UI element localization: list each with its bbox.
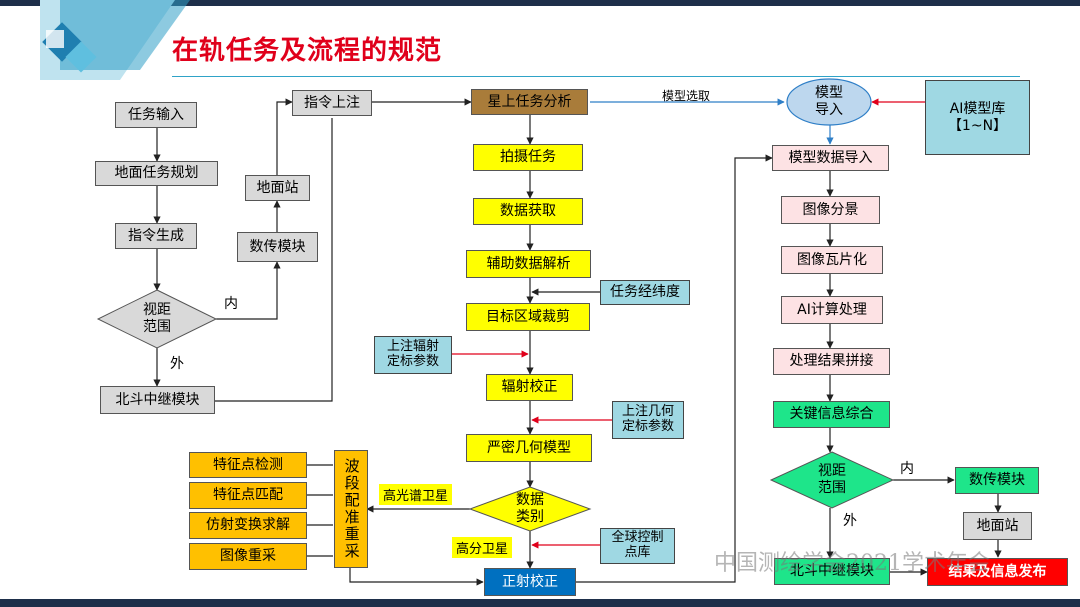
mosaic-box: 处理结果拼接 (773, 348, 890, 375)
gcp-box: 全球控制 点库 (600, 528, 675, 564)
left-inner-label: 内 (224, 296, 238, 312)
right-outer-label: 外 (843, 513, 857, 529)
right-range-label: 视距 范围 (818, 463, 846, 496)
feature-detect-box: 特征点检测 (189, 452, 307, 478)
top-bar (0, 0, 1080, 6)
left-ground-station-box: 地面站 (245, 175, 310, 201)
cmd-upload-box: 指令上注 (292, 90, 372, 116)
band-registration-box: 波段配准重采 (334, 450, 368, 568)
model-select-label: 模型选取 (662, 89, 711, 103)
rad-params-box: 上注辐射 定标参数 (374, 336, 452, 374)
roi-crop-box: 目标区域裁剪 (466, 303, 590, 331)
publish-results-box: 结果及信息发布 (927, 558, 1068, 586)
ortho-correct-box: 正射校正 (484, 568, 576, 596)
left-outer-label: 外 (170, 356, 184, 372)
aux-parse-box: 辅助数据解析 (466, 250, 591, 278)
right-range-diamond (769, 451, 895, 509)
feature-match-box: 特征点匹配 (189, 482, 307, 509)
high-res-label: 高分卫星 (452, 537, 513, 558)
onboard-analysis-box: 星上任务分析 (471, 89, 588, 115)
data-type-diamond (468, 486, 592, 532)
data-acquire-box: 数据获取 (473, 198, 583, 225)
data-type-label: 数据 类别 (516, 492, 544, 525)
left-data-tx-box: 数传模块 (237, 232, 318, 262)
watermark-text: 中国测绘学会2021学术年会 (714, 551, 990, 576)
page-title: 在轨任务及流程的规范 (172, 36, 443, 66)
left-range-diamond (96, 289, 218, 349)
rigorous-model-box: 严密几何模型 (466, 434, 592, 462)
right-beidou-box: 北斗中继模块 (774, 558, 890, 585)
title-underline (172, 76, 1020, 77)
shoot-task-box: 拍摄任务 (473, 144, 583, 171)
bottom-bar (0, 599, 1080, 607)
model-import-ellipse (786, 78, 872, 126)
tiling-box: 图像瓦片化 (781, 246, 883, 274)
ground-planning-box: 地面任务规划 (95, 161, 218, 186)
cmd-gen-box: 指令生成 (115, 223, 197, 249)
ai-model-library-box: AI模型库 【1~N】 (925, 80, 1030, 155)
task-input-box: 任务输入 (115, 102, 197, 128)
affine-solve-box: 仿射变换求解 (189, 512, 307, 539)
left-beidou-box: 北斗中继模块 (100, 386, 215, 414)
image-resample-box: 图像重采 (189, 543, 307, 570)
logo-decoration (40, 0, 190, 80)
rad-correct-box: 辐射校正 (486, 374, 573, 401)
key-info-box: 关键信息综合 (773, 401, 890, 428)
scene-split-box: 图像分景 (781, 196, 880, 224)
model-data-import-box: 模型数据导入 (772, 145, 889, 171)
right-ground-station-box: 地面站 (963, 512, 1032, 540)
right-inner-label: 内 (900, 461, 914, 477)
right-data-tx-box: 数传模块 (955, 467, 1039, 494)
lat-lon-box: 任务经纬度 (600, 280, 690, 305)
geo-params-box: 上注几何 定标参数 (612, 401, 684, 439)
hyperspectral-label: 高光谱卫星 (379, 484, 453, 505)
ai-compute-box: AI计算处理 (781, 296, 883, 324)
left-range-label: 视距 范围 (143, 302, 171, 335)
model-import-label: 模型 导入 (815, 85, 843, 118)
